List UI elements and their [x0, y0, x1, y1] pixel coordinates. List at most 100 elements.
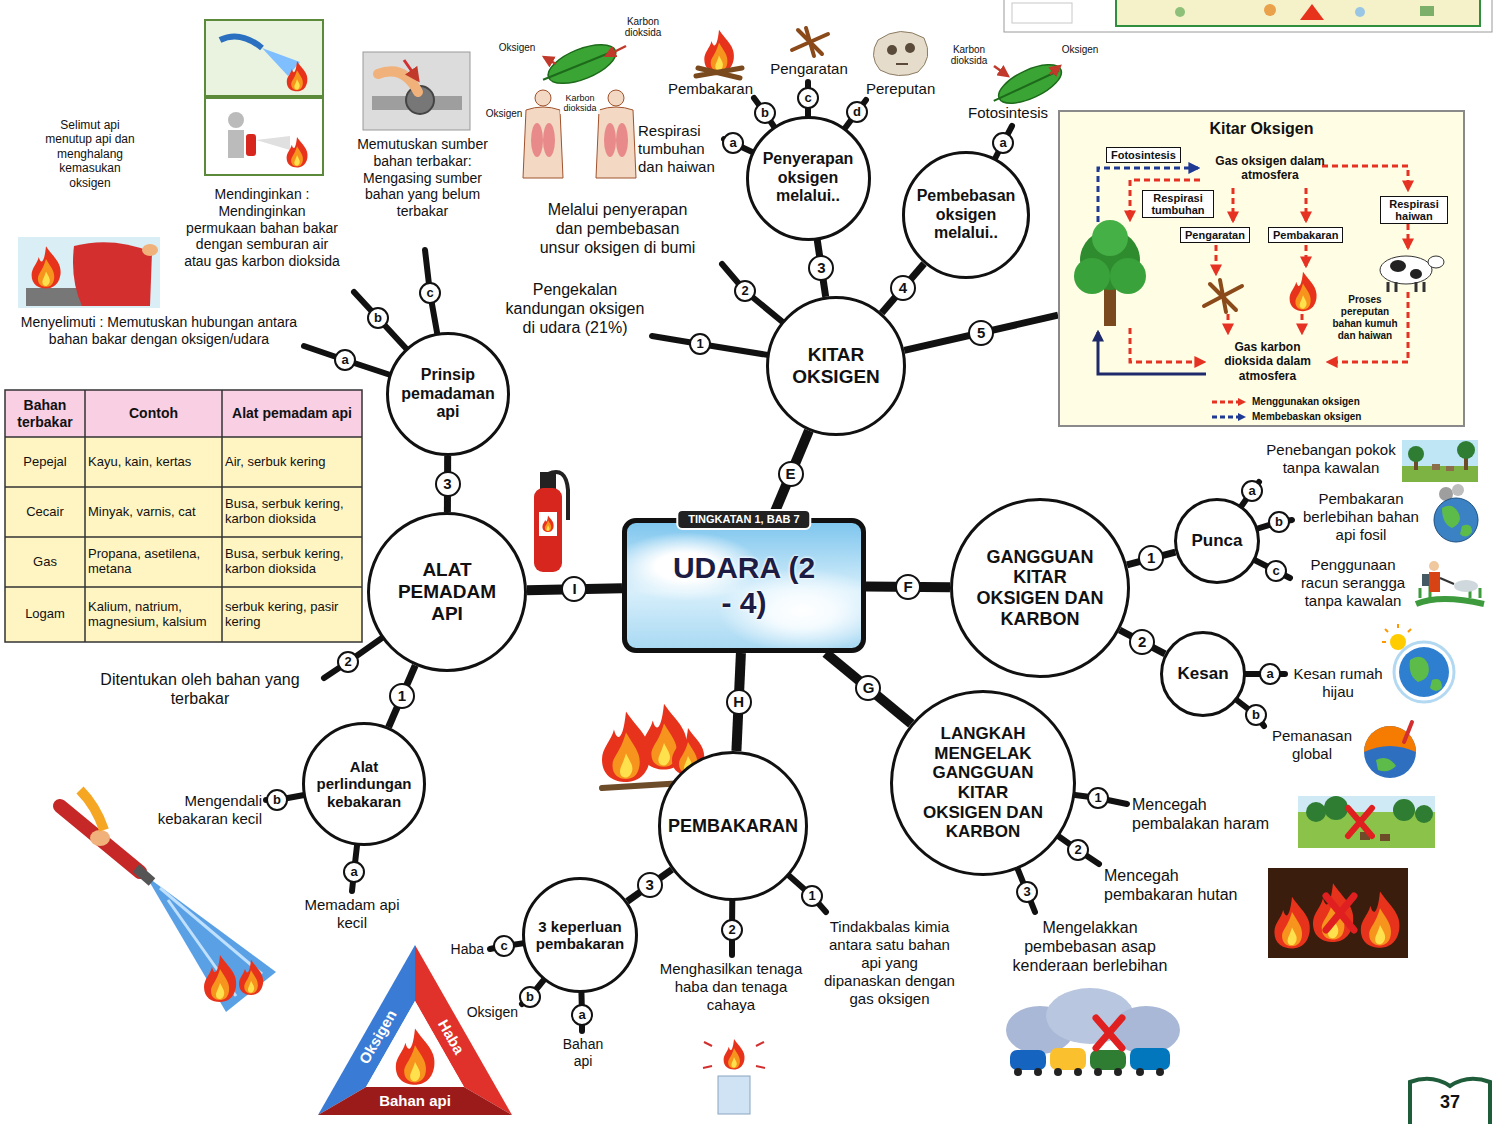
- annotation-text: Proses pereputan bahan kumuh dan haiwan: [1328, 294, 1402, 342]
- table-cell: Busa, serbuk kering, karbon dioksida: [225, 538, 359, 586]
- lungs-icon: [523, 107, 563, 178]
- pesticide-spraying-icon: [1422, 574, 1429, 586]
- page-number-book: [1410, 1079, 1490, 1124]
- fire-icon: [704, 30, 734, 73]
- deforestation-icon: [1446, 466, 1454, 471]
- lungs-icon: [531, 123, 543, 157]
- branch-line: [904, 315, 1058, 350]
- pesticide-spraying-icon: [1416, 561, 1484, 604]
- process-box: Respirasi tumbuhan: [1142, 190, 1214, 218]
- globe-smoke-icon: [1460, 525, 1472, 537]
- node-title: Kesan: [1177, 664, 1228, 684]
- callout-letter: 3: [1016, 881, 1038, 903]
- node-title: Pengaratan: [1185, 229, 1245, 241]
- annotation-text: 37: [1428, 1092, 1472, 1114]
- annotation-text: Oksigen: [452, 1004, 518, 1021]
- legend-row: Menggunakan oksigen: [1210, 396, 1360, 407]
- oxygen-cycle-art: [1220, 280, 1226, 312]
- cooling-method-icon: [220, 36, 262, 48]
- annotation-text: Melalui penyerapan dan pembebasan unsur …: [535, 200, 700, 258]
- process-box: Fotosintesis: [1106, 147, 1181, 163]
- pesticide-spraying-icon: [1416, 599, 1484, 604]
- leaf-icon: [994, 70, 1059, 100]
- page-number-book: [1410, 1079, 1490, 1124]
- fire-triangle: [318, 1087, 512, 1115]
- annotation-text: Oksigen: [1058, 44, 1102, 55]
- process-box: Pembakaran: [1268, 227, 1343, 243]
- callout-letter: a: [722, 132, 744, 154]
- legend-line-sample: [1212, 400, 1238, 403]
- illegal-logging-icon: [1380, 834, 1390, 841]
- leaf-icon: [606, 46, 626, 56]
- topic-circle: Alat perlindungan kebakaran: [302, 722, 426, 846]
- table-cell: Bahan terbakar: [8, 391, 82, 436]
- annotation-text: Penggunaan racun serangga tanpa kawalan: [1293, 556, 1413, 610]
- page-thumbnail: [1012, 3, 1072, 23]
- lungs-icon: [523, 90, 636, 178]
- oxygen-cycle-art: [1407, 224, 1410, 248]
- vehicle-smoke-icon: [1014, 1068, 1022, 1076]
- oxygen-cycle-art: [1328, 292, 1408, 362]
- greenhouse-earth-icon: [1390, 634, 1406, 650]
- oxygen-cycle-art: [1301, 314, 1304, 333]
- callout-letter: 2: [1067, 839, 1089, 861]
- oxygen-cycle-art: [1305, 188, 1308, 221]
- vehicle-smoke-icon: [1090, 1050, 1126, 1070]
- callout-letter: b: [367, 307, 389, 329]
- fire-triangle: [396, 1028, 435, 1084]
- global-warming-icon: [1364, 722, 1416, 778]
- topic-circle: Kesan: [1160, 631, 1246, 717]
- oxygen-cycle-art: [1092, 220, 1128, 256]
- lungs-icon: [608, 90, 624, 106]
- deforestation-icon: [1402, 440, 1478, 482]
- annotation-text: Karbon dioksida: [620, 16, 666, 38]
- forest-fire-icon: [1326, 896, 1354, 930]
- page-thumbnail: [1420, 6, 1434, 16]
- leader-lines: [266, 82, 1292, 1031]
- callout-letter: c: [493, 935, 515, 957]
- table-cell: serbuk kering, pasir kering: [225, 588, 359, 641]
- forest-fire-icon: [1313, 883, 1353, 942]
- rusty-nails-icon: [792, 28, 828, 56]
- callout-letter: b: [266, 789, 288, 811]
- process-box: Respirasi haiwan: [1380, 196, 1448, 224]
- decay-icon: [873, 31, 927, 75]
- callout-letter: a: [334, 349, 356, 371]
- leaf-icon: [1050, 66, 1060, 74]
- oxygen-cycle-art: [1227, 314, 1230, 333]
- leaf-icon: [543, 37, 621, 92]
- branch-letter: G: [855, 675, 881, 701]
- branch-letter: F: [895, 574, 921, 600]
- page-thumbnail: [1116, 0, 1480, 26]
- oxygen-cycle-art: [1388, 282, 1424, 292]
- vehicle-smoke-icon: [1050, 1048, 1086, 1070]
- deforestation-icon: [1408, 446, 1424, 462]
- oxygen-cycle-art: [1215, 245, 1218, 274]
- candle-flame-icon: [718, 1076, 750, 1114]
- table-cell: Contoh: [88, 391, 219, 436]
- branch-letter: 3: [435, 471, 461, 497]
- candle-flame-icon: [703, 1039, 765, 1114]
- fire-blanket-icon: [32, 246, 61, 288]
- callout-letter: a: [343, 861, 365, 883]
- page-thumbnail: [1175, 7, 1185, 17]
- oxygen-cycle-art: [1098, 332, 1206, 374]
- legend-text: Menggunakan oksigen: [1252, 396, 1360, 407]
- fire-hose-icon: [60, 790, 276, 1012]
- annotation-text: Gas oksigen dalam atmosfera: [1205, 154, 1335, 183]
- table-cell: Propana, asetilena, metana: [88, 538, 219, 586]
- fire-blanket-icon: [73, 242, 152, 306]
- callout-letter: c: [1265, 560, 1287, 582]
- node-title: Alat perlindungan kebakaran: [309, 758, 419, 810]
- gas-valve-icon: [363, 52, 470, 130]
- oxygen-cycle-art: [1058, 110, 1465, 427]
- oxygen-cycle-art: [1110, 258, 1146, 294]
- topic-circle: GANGGUAN KITAR OKSIGEN DAN KARBON: [950, 498, 1130, 678]
- oxygen-cycle-art: [1130, 328, 1204, 362]
- cooling-method-icon: [205, 20, 323, 175]
- vehicle-smoke-icon: [1006, 988, 1180, 1076]
- callout-letter: b: [754, 102, 776, 124]
- annotation-text: Selimut api menutup api dan menghalang k…: [40, 118, 140, 190]
